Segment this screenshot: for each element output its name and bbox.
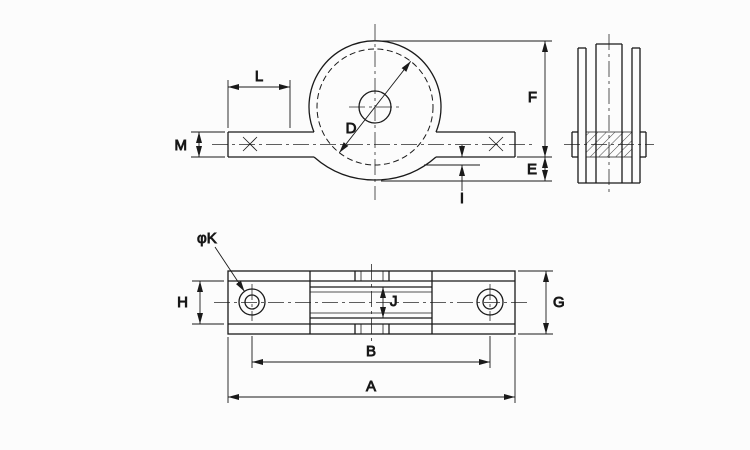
dim-label-phi-k: φK — [197, 230, 217, 247]
dim-label-B: B — [366, 343, 376, 360]
dim-label-J: J — [390, 293, 398, 310]
axle-section-hatch — [586, 132, 632, 157]
bracket-outline — [227, 40, 516, 181]
dim-label-L: L — [255, 68, 263, 85]
dim-label-A: A — [366, 378, 376, 395]
plan-view: φK H G J B A — [177, 230, 565, 403]
flange-surface-marks — [242, 136, 504, 152]
front-centerlines — [212, 24, 534, 200]
side-axle-lines — [586, 131, 632, 158]
dim-label-F: F — [528, 89, 537, 106]
side-view — [564, 34, 654, 194]
wheel-hidden-circle — [316, 48, 434, 166]
dim-label-G: G — [553, 294, 565, 311]
plan-dimensions: φK H G J B A — [177, 230, 565, 403]
dim-line-D — [338, 61, 412, 153]
front-dimensions: L M D F E I — [174, 40, 552, 207]
dim-label-H: H — [177, 294, 188, 311]
side-centerlines — [564, 34, 654, 194]
dim-label-E: E — [527, 161, 537, 178]
axle-tabs — [354, 271, 390, 334]
plate-outline — [227, 270, 516, 335]
dim-label-M: M — [175, 137, 188, 154]
dim-label-I: I — [460, 190, 464, 207]
mounting-hole-left — [238, 288, 266, 316]
dim-leader-phi-k — [214, 246, 245, 292]
dim-label-D: D — [346, 120, 357, 137]
plan-centerlines — [214, 264, 529, 341]
mounting-hole-right — [476, 288, 504, 316]
front-view: L M D F E I — [174, 24, 552, 207]
roller-hub-lines — [310, 291, 432, 314]
axle-tab-ticks — [360, 271, 384, 334]
side-outline — [571, 43, 647, 184]
